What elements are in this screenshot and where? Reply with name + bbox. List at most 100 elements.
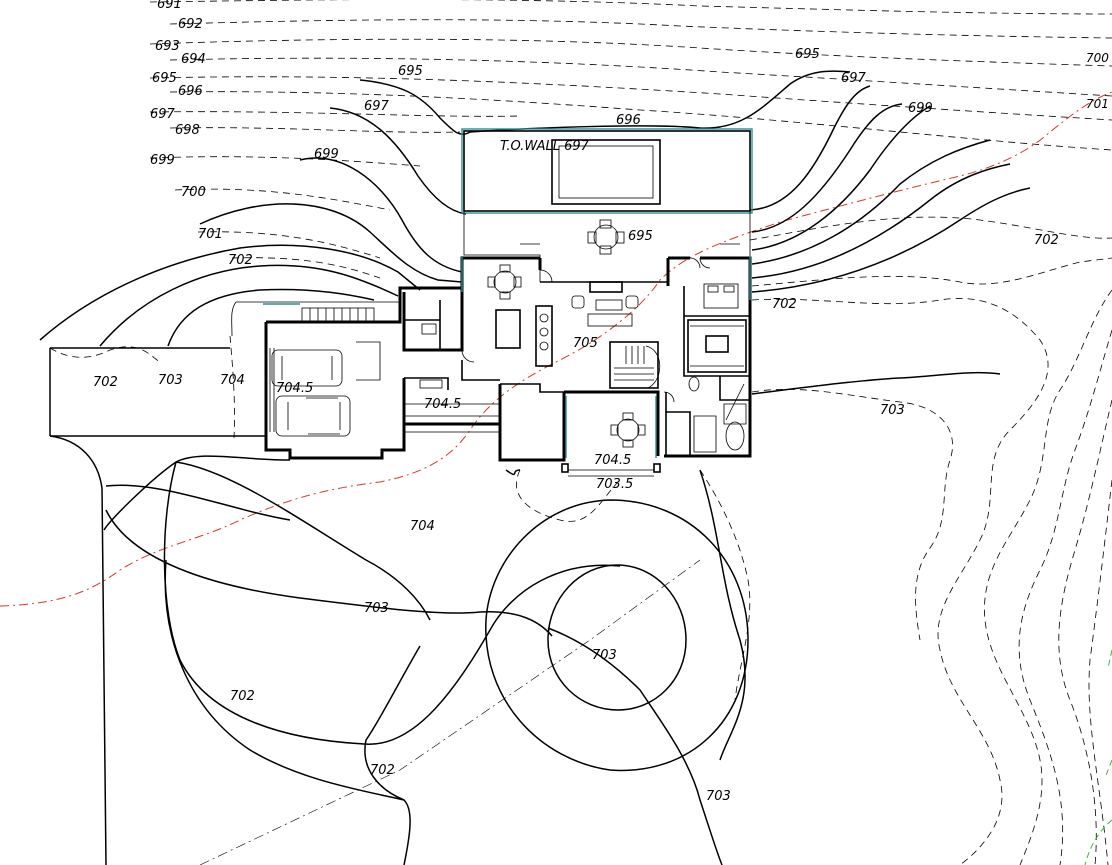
garage-stair-treads: [309, 308, 367, 322]
house-exterior-wall: [564, 390, 660, 456]
house-interior-wall: [665, 392, 691, 456]
proposed-contour-label: 703: [158, 373, 183, 388]
existing-contour-label: 694: [181, 52, 206, 67]
proposed-contour-line: [167, 288, 375, 347]
porch: [561, 412, 661, 477]
proposed-contour-line: [105, 484, 291, 521]
garage: [231, 292, 406, 460]
driveway-centerline: [199, 559, 701, 865]
porch-elevation: 704.5: [594, 453, 631, 468]
garage-car-2: [275, 395, 351, 437]
proposed-contour-label: 702: [93, 375, 118, 390]
main-floor-elevation: 705: [573, 336, 598, 351]
kitchen-counter: [535, 305, 553, 367]
main-stair-rail: [645, 345, 661, 389]
existing-contour-label: 696: [178, 84, 203, 99]
tree-line-edge: [1107, 649, 1112, 669]
existing-contour-line: [1058, 399, 1112, 865]
garage-floor-elevation: 704.5: [276, 381, 313, 396]
existing-contour-line: [49, 346, 161, 363]
existing-contour-line: [749, 216, 1112, 241]
mudroom-elevation: 704.5: [424, 397, 461, 412]
proposed-contours: [39, 70, 1031, 865]
proposed-contour-label: 697: [364, 99, 390, 114]
driveway-turnaround-outer: [485, 499, 749, 772]
walk-in-closet: [687, 319, 747, 373]
house-interior-wall: [404, 300, 441, 350]
porch-step: [568, 469, 654, 477]
existing-contour-line: [699, 469, 751, 701]
proposed-contour-label: 695: [795, 47, 820, 62]
driveway-edge: [164, 559, 405, 801]
proposed-contour-line: [547, 627, 723, 865]
proposed-contour-label: 704: [410, 519, 435, 534]
house-interior-wall: [683, 286, 750, 317]
house-exterior-wall: [664, 256, 752, 458]
proposed-contour-line: [39, 244, 421, 341]
closet-shelving: [690, 325, 744, 367]
proposed-contour-label: 703: [364, 601, 389, 616]
proposed-contour-line: [751, 187, 1031, 293]
proposed-contour-label: 697: [841, 71, 867, 86]
proposed-contour-line: [749, 85, 871, 211]
existing-contour-label: 701: [198, 227, 223, 242]
existing-contour-line: [149, 76, 1112, 121]
proposed-contour-line: [175, 461, 431, 621]
door-swings: [461, 257, 711, 403]
garage-roof-edge: [231, 301, 400, 337]
proposed-contour-label: 699: [908, 101, 933, 116]
porch-column: [561, 463, 569, 473]
house-interior-wall: [500, 383, 564, 393]
bathtub: [725, 421, 745, 451]
closet-island: [705, 335, 729, 353]
proposed-contour-line: [505, 469, 521, 476]
existing-contour-label: 693: [155, 39, 180, 54]
existing-contour-line: [149, 111, 521, 117]
existing-contour-line: [1088, 479, 1112, 865]
house-interior-wall: [402, 292, 440, 352]
house: [398, 256, 752, 477]
tree-line-edge: [1104, 759, 1112, 779]
toilet: [688, 376, 700, 392]
terrace-elevation: 695: [628, 229, 653, 244]
existing-contour-line: [516, 469, 621, 522]
proposed-contour-label: 695: [398, 64, 423, 79]
proposed-contour-label: 702: [370, 763, 395, 778]
proposed-contour-line: [364, 645, 421, 865]
garage-car-1: [271, 349, 343, 387]
proposed-contour-line: [751, 105, 931, 251]
garage-door-lines: [269, 348, 275, 432]
existing-contour-line: [149, 38, 1112, 67]
proposed-contour-line: [699, 469, 746, 761]
house-interior-wall: [404, 360, 500, 390]
proposed-contour-line: [751, 139, 991, 265]
tree-line: [1084, 649, 1112, 865]
garage-walls: [264, 322, 406, 460]
house-interior-wall: [719, 376, 750, 401]
proposed-contour-line: [99, 264, 399, 347]
powder-sink: [421, 323, 437, 335]
existing-contour-label: 700: [1086, 51, 1109, 65]
proposed-contour-label: 696: [616, 113, 641, 128]
existing-contour-label: 699: [150, 153, 175, 168]
driveway-edge: [105, 509, 553, 637]
pool-wall-highlight: [461, 128, 753, 214]
proposed-contour-label: 703: [880, 403, 905, 418]
porch-column: [653, 463, 661, 473]
existing-contour-label: 697: [150, 107, 176, 122]
proposed-contour-label: 702: [772, 297, 797, 312]
existing-contours: [49, 0, 1112, 865]
terrace-dining-set: [587, 219, 625, 255]
existing-contour-line: [174, 188, 391, 211]
main-stair-treads: [614, 346, 654, 381]
proposed-contour-line: [751, 371, 1001, 395]
existing-contour-line: [1018, 329, 1112, 865]
living-furniture: [571, 281, 639, 327]
driveway-turnaround-island: [547, 564, 687, 711]
proposed-contour-label: 703: [706, 789, 731, 804]
existing-contour-label: 698: [175, 123, 200, 138]
pool: [551, 139, 661, 205]
main-stair: [609, 341, 659, 389]
existing-contour-line: [169, 127, 461, 133]
